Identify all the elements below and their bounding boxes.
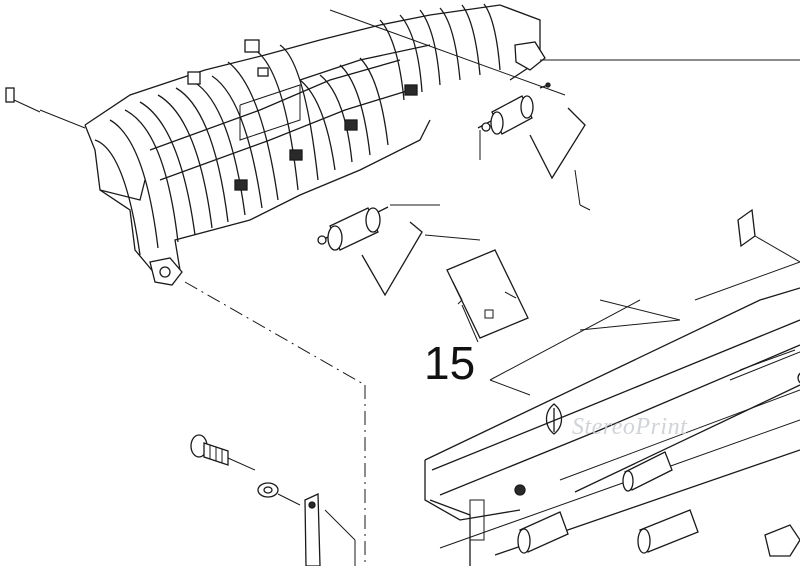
roller-lower (317, 204, 440, 251)
spring-upper (529, 107, 591, 211)
paper-guide-assembly (84, 3, 546, 286)
screw-part (190, 434, 256, 471)
feed-unit-frame (424, 261, 800, 566)
callout-label-15: 15 (424, 337, 476, 389)
watermark-leaf-icon (545, 403, 563, 435)
spring-lower (361, 221, 481, 297)
small-clip-part (5, 87, 41, 113)
small-bracket (737, 208, 800, 263)
watermark-text: StereoPrint (572, 414, 688, 440)
roller-upper (477, 82, 551, 160)
bracket-strip (304, 492, 356, 566)
washer-part (257, 482, 301, 506)
dashed-leader (184, 281, 366, 386)
leader-lines (39, 9, 800, 129)
part-15-guide-plate (446, 249, 529, 343)
